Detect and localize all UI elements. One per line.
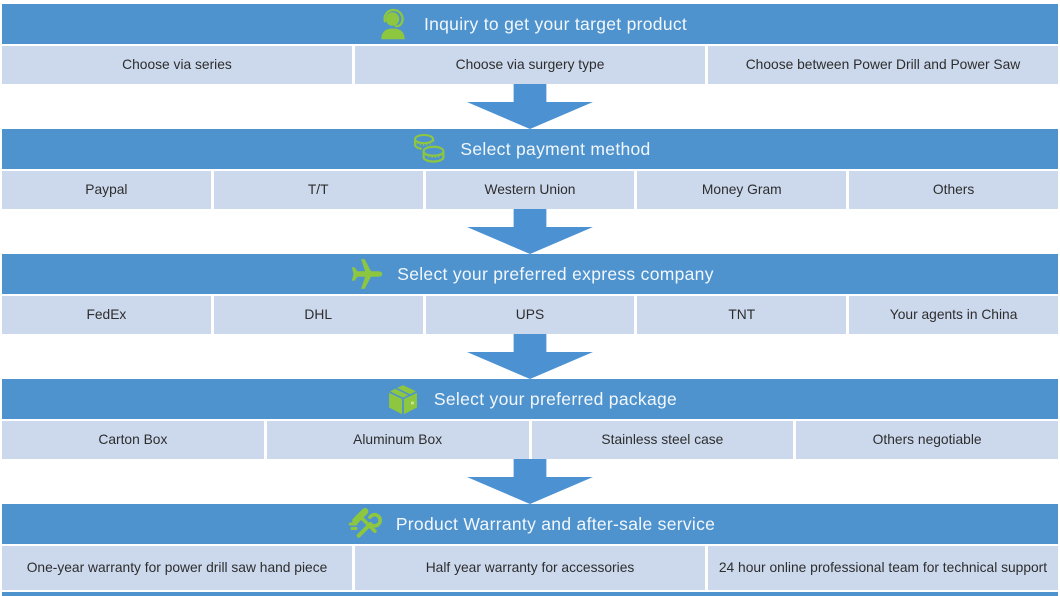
step-title: Select your preferred express company [397,263,714,284]
arrow-gap [2,459,1058,504]
airplane-icon [346,255,386,293]
down-arrow [467,334,593,379]
option-cell: Choose between Power Drill and Power Saw [708,46,1058,84]
step-header-express: Select your preferred express company [2,254,1058,294]
option-cell: Your agents in China [849,296,1058,334]
options-row-package: Carton Box Aluminum Box Stainless steel … [2,421,1058,459]
step-header-payment: Select payment method [2,129,1058,169]
option-cell: FedEx [2,296,211,334]
option-cell: Choose via series [2,46,352,84]
step-header-inquiry: Inquiry to get your target product [2,4,1058,44]
arrow-gap [2,84,1058,129]
option-cell: Carton Box [2,421,264,459]
options-row-express: FedEx DHL UPS TNT Your agents in China [2,296,1058,334]
step-title: Product Warranty and after-sale service [395,513,716,534]
option-cell: Paypal [2,171,211,209]
option-cell: Western Union [425,171,635,209]
tools-icon [345,505,385,543]
option-cell: One-year warranty for power drill saw ha… [2,546,352,590]
arrow-gap [2,334,1058,379]
arrow-gap [2,209,1058,254]
support-person-icon [373,5,413,43]
option-cell: Others [849,171,1058,209]
options-row-inquiry: Choose via series Choose via surgery typ… [2,46,1058,84]
option-cell: Aluminum Box [266,421,529,459]
step-title: Select payment method [460,138,651,159]
down-arrow [467,459,593,504]
options-row-warranty: One-year warranty for power drill saw ha… [2,546,1058,590]
step-title: Select your preferred package [433,388,678,409]
step-title: Inquiry to get your target product [423,13,688,34]
option-cell: Money Gram [637,171,847,209]
down-arrow [467,209,593,254]
option-cell: Stainless steel case [531,421,794,459]
option-cell: TNT [637,296,847,334]
option-cell: T/T [213,171,423,209]
option-cell: UPS [425,296,635,334]
option-cell: DHL [213,296,423,334]
option-cell: Half year warranty for accessories [355,546,705,590]
coins-icon [409,130,449,168]
options-row-payment: Paypal T/T Western Union Money Gram Othe… [2,171,1058,209]
step-header-package: Select your preferred package [2,379,1058,419]
option-cell: Choose via surgery type [355,46,705,84]
option-cell: Others negotiable [796,421,1058,459]
option-cell: 24 hour online professional team for tec… [708,546,1058,590]
down-arrow [467,84,593,129]
package-box-icon [383,380,423,418]
step-header-warranty: Product Warranty and after-sale service [2,504,1058,544]
bottom-strip [2,592,1058,596]
